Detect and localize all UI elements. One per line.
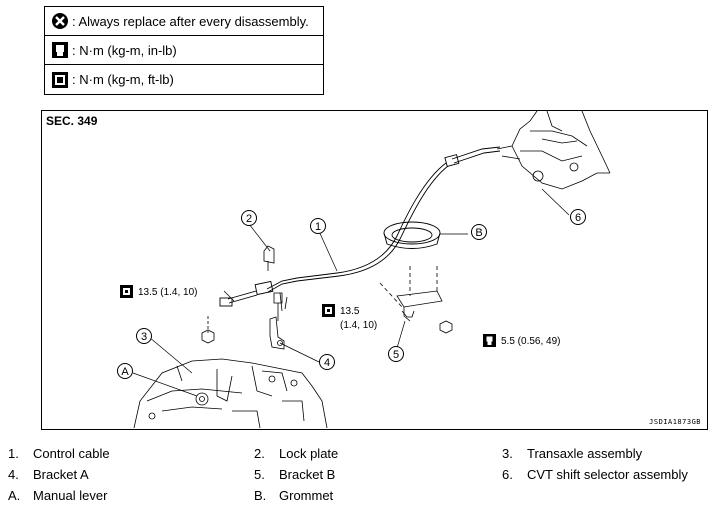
fasteners	[201, 292, 453, 344]
svg-text:5.5 (0.56, 49): 5.5 (0.56, 49)	[501, 336, 560, 347]
svg-text:3: 3	[141, 331, 147, 343]
callout-3: 3	[136, 328, 152, 344]
svg-text:4: 4	[324, 357, 330, 369]
grommet	[383, 221, 441, 249]
bracket-a	[269, 292, 288, 350]
svg-text:B: B	[475, 227, 482, 239]
legend-ft-lb-text: : N·m (kg-m, ft-lb)	[72, 72, 174, 87]
exploded-diagram: SEC. 349	[41, 110, 708, 430]
lock-plate	[263, 245, 275, 271]
diagram-drawing: 1 2 3 4 5 6 A B	[117, 111, 611, 428]
torque-in-lb-icon	[52, 42, 68, 58]
svg-text:6: 6	[575, 212, 581, 224]
bracket-b	[379, 266, 443, 322]
symbol-legend: : Always replace after every disassembly…	[44, 6, 324, 95]
svg-text:5: 5	[393, 349, 399, 361]
svg-text:13.5: 13.5	[340, 306, 360, 317]
svg-text:13.5 (1.4, 10): 13.5 (1.4, 10)	[138, 287, 197, 298]
shift-selector-assembly	[496, 111, 611, 190]
svg-text:A: A	[121, 366, 129, 378]
legend-row-replace: : Always replace after every disassembly…	[45, 7, 323, 36]
callout-1: 1	[310, 218, 326, 234]
svg-text:2: 2	[246, 213, 252, 225]
legend-row-in-lb: : N·m (kg-m, in-lb)	[45, 36, 323, 65]
callout-6: 6	[570, 209, 586, 225]
callout-a: A	[117, 363, 133, 379]
svg-text:1: 1	[315, 221, 321, 233]
replace-icon	[52, 13, 68, 29]
figure-code: JSDIA1873GB	[649, 418, 701, 426]
control-cable	[219, 146, 501, 307]
callout-5: 5	[388, 346, 404, 362]
callout-2: 2	[241, 210, 257, 226]
callout-4: 4	[319, 354, 335, 370]
leader-lines	[132, 188, 570, 397]
transaxle-assembly	[133, 358, 328, 428]
legend-row-ft-lb: : N·m (kg-m, ft-lb)	[45, 65, 323, 94]
torque-ft-lb-icon	[52, 71, 68, 88]
legend-replace-text: : Always replace after every disassembly…	[72, 13, 309, 29]
section-label: SEC. 349	[46, 114, 98, 128]
svg-text:(1.4, 10): (1.4, 10)	[340, 320, 377, 331]
torque-spec-2: 13.5 (1.4, 10)	[322, 304, 377, 331]
callout-b: B	[471, 224, 487, 240]
legend-in-lb-text: : N·m (kg-m, in-lb)	[72, 42, 177, 58]
torque-spec-1: 13.5 (1.4, 10)	[120, 285, 197, 298]
torque-spec-3: 5.5 (0.56, 49)	[483, 334, 560, 347]
